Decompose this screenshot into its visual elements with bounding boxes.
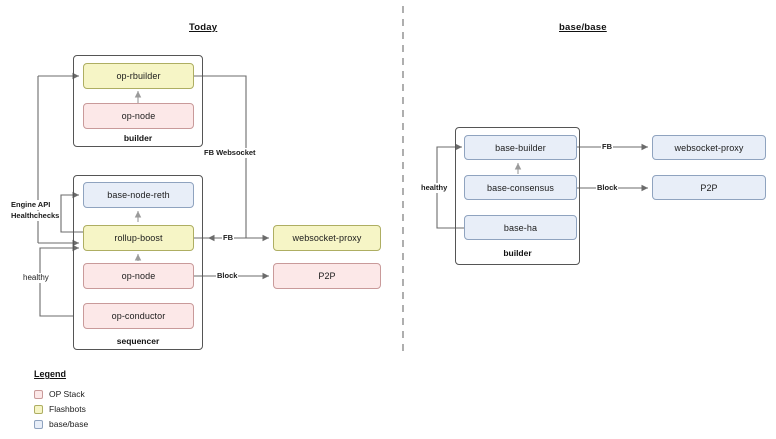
legend-item-basebase: base/base [34,419,88,429]
legend-swatch-flashbots [34,404,43,414]
edge-label-fb-today: FB [222,233,234,243]
edge-label-healthy-basebase: healthy [420,183,449,193]
node-p2p-today[interactable]: P2P [273,263,381,289]
group-builder-today [73,55,203,147]
legend-label-basebase: base/base [49,419,89,429]
group-label-builder-basebase: builder [503,248,532,258]
node-op-node-builder[interactable]: op-node [83,103,194,129]
edge-label-block-today: Block [216,271,239,281]
edge-label-block-basebase: Block [596,183,619,193]
node-p2p-basebase[interactable]: P2P [652,175,766,200]
edge-label-fb-basebase: FB [601,142,613,152]
panel-title-basebase: base/base [559,22,607,33]
edge-label-healthy-today: healthy [22,273,50,283]
node-websocket-proxy-basebase[interactable]: websocket-proxy [652,135,766,160]
node-base-consensus[interactable]: base-consensus [464,175,577,200]
legend-swatch-op-stack [34,389,43,399]
group-label-builder-today: builder [123,133,153,143]
group-sequencer-today [73,175,203,350]
legend-label-flashbots: Flashbots [49,404,86,414]
legend-item-op-stack: OP Stack [34,389,85,399]
node-op-rbuilder[interactable]: op-rbuilder [83,63,194,89]
edge-label-engine-api: Engine API [10,200,52,210]
node-base-builder[interactable]: base-builder [464,135,577,160]
group-builder-basebase [455,127,580,265]
panel-title-today: Today [189,22,218,33]
group-label-sequencer-today: sequencer [116,336,160,346]
node-op-node-sequencer[interactable]: op-node [83,263,194,289]
legend-swatch-basebase [34,419,43,429]
legend-item-flashbots: Flashbots [34,404,86,414]
edge-label-healthchecks: Healthchecks [10,211,61,221]
edge-label-fb-websocket: FB Websocket [203,148,257,158]
legend-label-op-stack: OP Stack [49,389,85,399]
node-op-conductor[interactable]: op-conductor [83,303,194,329]
node-base-node-reth[interactable]: base-node-reth [83,182,194,208]
node-base-ha[interactable]: base-ha [464,215,577,240]
node-websocket-proxy-today[interactable]: websocket-proxy [273,225,381,251]
node-rollup-boost[interactable]: rollup-boost [83,225,194,251]
legend-title: Legend [34,369,67,379]
